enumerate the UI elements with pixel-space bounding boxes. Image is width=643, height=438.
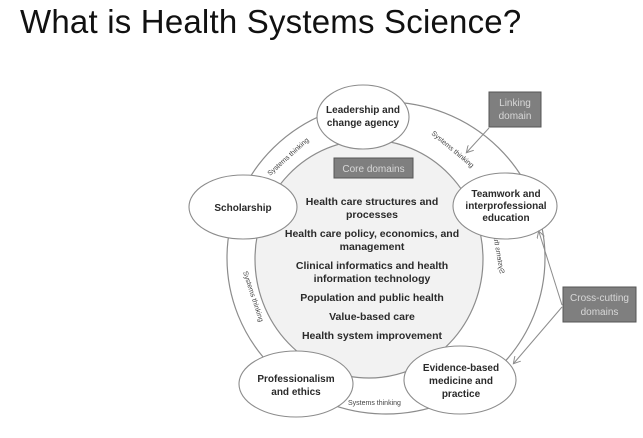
cross-cutting-domains-box: Cross-cutting domains	[562, 286, 637, 323]
evidence-line3: practice	[442, 389, 481, 400]
linking-line2: domain	[499, 111, 532, 122]
teamwork-line3: education	[482, 213, 529, 224]
slide-title: What is Health Systems Science?	[20, 3, 522, 40]
core-domain-6: Health system improvement	[302, 330, 443, 342]
leadership-line2: change agency	[327, 118, 400, 129]
core-domain-1-line1: Health care structures and	[306, 196, 438, 208]
core-domain-list: Health care structures and processes Hea…	[285, 196, 459, 342]
ring-label-bottom: Systems thinking	[348, 400, 401, 407]
core-domain-1-line2: processes	[346, 209, 398, 221]
core-domain-3-line2: information technology	[314, 273, 431, 285]
teamwork-line2: interprofessional	[465, 201, 546, 212]
professionalism-line1: Professionalism	[257, 374, 334, 385]
core-domain-2-line1: Health care policy, economics, and	[285, 228, 459, 240]
cross-cutting-arrow-down	[514, 306, 563, 363]
core-domains-box: Core domains	[333, 157, 414, 179]
core-domain-2-line2: management	[340, 241, 405, 253]
evidence-line1: Evidence-based	[423, 363, 499, 374]
core-domain-5: Value-based care	[329, 311, 415, 323]
linking-arrow	[467, 127, 490, 152]
core-domain-3-line1: Clinical informatics and health	[296, 260, 448, 272]
core-domains-label: Core domains	[342, 164, 404, 175]
cross-cutting-line1: Cross-cutting	[570, 293, 629, 304]
leadership-line1: Leadership and	[326, 105, 400, 116]
cross-cutting-arrow-up	[539, 232, 563, 306]
cross-cutting-line2: domains	[581, 307, 619, 318]
teamwork-line1: Teamwork and	[471, 189, 540, 200]
core-domain-4: Population and public health	[300, 292, 444, 304]
domain-teamwork: Teamwork and interprofessional education	[452, 172, 558, 240]
professionalism-line2: and ethics	[271, 387, 321, 398]
domain-scholarship: Scholarship	[188, 174, 298, 240]
domain-leadership: Leadership and change agency	[316, 84, 410, 150]
domain-evidence-based: Evidence-based medicine and practice	[403, 345, 517, 415]
scholarship-line1: Scholarship	[214, 203, 271, 214]
linking-line1: Linking	[499, 98, 531, 109]
evidence-line2: medicine and	[429, 376, 493, 387]
domain-professionalism: Professionalism and ethics	[238, 350, 354, 418]
linking-domain-box: Linking domain	[488, 91, 542, 128]
